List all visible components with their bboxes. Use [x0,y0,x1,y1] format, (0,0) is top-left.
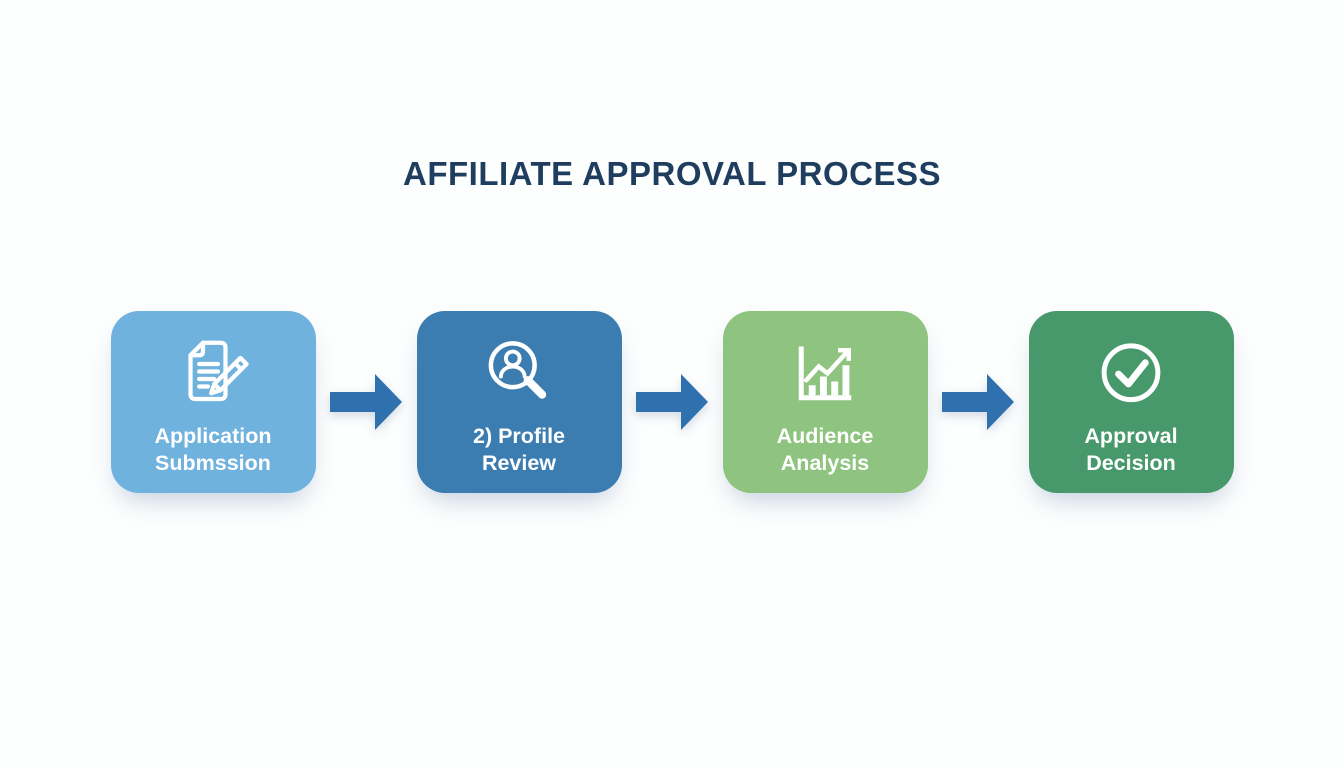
step-label: Audience Analysis [776,424,874,475]
right-arrow-icon [330,374,402,430]
process-flow: Application Submssion 2) Profile Review [0,311,1344,493]
document-pencil-icon [188,340,249,402]
check-circle-icon [1101,343,1161,403]
right-arrow-icon [636,374,708,430]
step-audience-analysis: Audience Analysis [722,311,928,493]
right-arrow-icon [942,374,1014,430]
step-profile-review: 2) Profile Review [416,311,622,493]
profile-search-icon [488,341,547,399]
bar-chart-growth-icon [798,346,852,401]
flow-arrow-1 [316,374,417,430]
step-approval-decision: Approval Decision [1028,311,1234,493]
step-label: 2) Profile Review [473,424,565,475]
flow-arrow-3 [928,374,1029,430]
step-application-submission: Application Submssion [110,311,316,493]
step-label: Approval Decision [1084,424,1178,475]
page-title: AFFILIATE APPROVAL PROCESS [403,155,941,192]
step-label: Application Submssion [154,424,272,475]
flow-arrow-2 [622,374,723,430]
